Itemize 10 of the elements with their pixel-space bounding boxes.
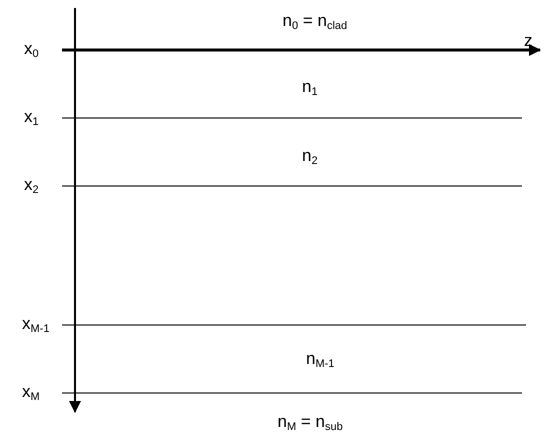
coordinate-label: x$_{M-1}$: [22, 315, 50, 335]
refractive-index-label: n$_{2}$: [302, 147, 318, 167]
coordinate-label: x$_{0}$: [24, 40, 39, 60]
coordinate-label: x$_{M}$: [22, 383, 40, 403]
refractive-index-label: n$_{M-1}$: [306, 350, 334, 370]
refractive-index-label: n$_{M}$ = n$_{sub}$: [278, 413, 343, 433]
coordinate-label: x$_{1}$: [24, 108, 39, 128]
refractive-index-label: n$_{1}$: [302, 78, 318, 98]
refractive-index-label: n$_{0}$ = n$_{clad}$: [282, 12, 348, 32]
coordinate-label: x$_{2}$: [24, 176, 39, 196]
